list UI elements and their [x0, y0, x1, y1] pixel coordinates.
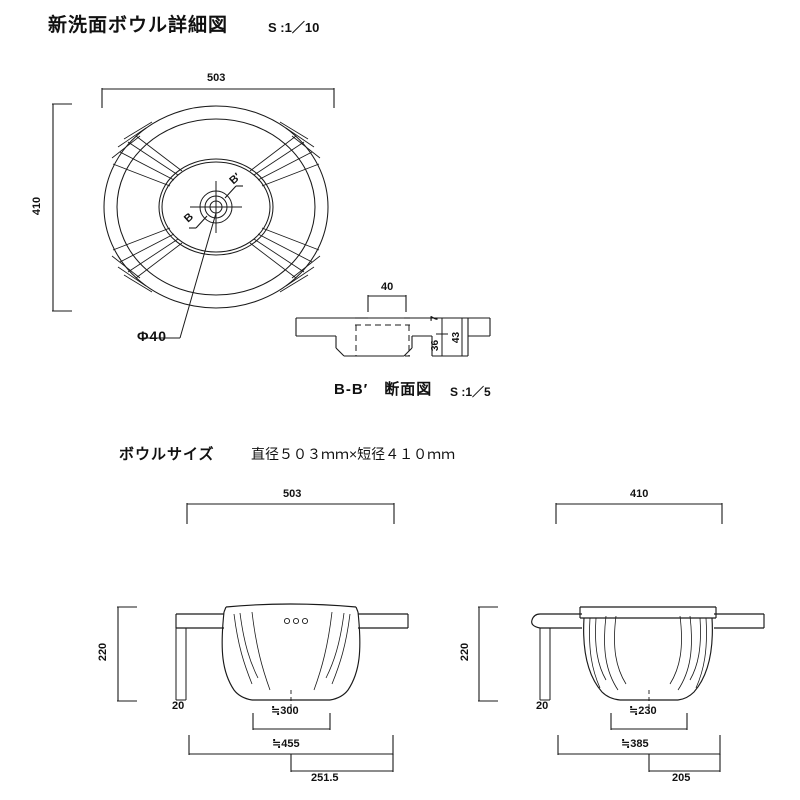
side-dim-220 — [478, 606, 498, 702]
section-hidden-lines — [355, 324, 410, 357]
plan-drain-leader — [142, 212, 217, 339]
front-dim-300 — [252, 713, 331, 730]
front-flute-lines — [233, 611, 351, 691]
front-dim-2515-label: 251.5 — [311, 772, 339, 784]
section-caption-scale: S :1／5 — [450, 385, 491, 399]
side-dim-205-label: 205 — [672, 772, 691, 784]
page-title: 新洗面ボウル詳細図 — [48, 15, 229, 36]
side-flute-lines — [589, 615, 707, 691]
plan-dim-503 — [101, 88, 335, 108]
bowl-size-value: 直径５０３ｍｍ×短径４１０ｍｍ — [251, 446, 456, 462]
plan-dim-503-label: 503 — [207, 72, 226, 84]
side-dim-385-label: ≒385 — [621, 738, 649, 750]
section-caption: B-B′ 断面図 — [334, 381, 433, 398]
front-bowl-profile — [175, 603, 409, 701]
section-dim-43 — [456, 317, 468, 357]
side-dim-205 — [648, 754, 721, 772]
front-dim-20 — [175, 628, 187, 701]
plan-bowl-outline — [103, 105, 329, 309]
section-dim-7-label: 7 — [429, 315, 441, 322]
side-dim-20-label: 20 — [536, 700, 549, 712]
front-dim-251 — [290, 754, 394, 772]
plan-flute-lines — [111, 121, 321, 293]
section-dim-36 — [436, 334, 448, 357]
plan-dim-410 — [52, 103, 72, 312]
side-dim-385 — [557, 735, 721, 755]
plan-drain-detail — [190, 181, 242, 233]
plan-drain-label: Φ40 — [137, 328, 168, 344]
page-title-scale: S :1／10 — [268, 20, 320, 35]
side-dim-410-label: 410 — [630, 488, 649, 500]
front-dim-220 — [117, 606, 137, 702]
side-bowl-profile — [531, 606, 765, 701]
section-dim-36-label: 36 — [430, 339, 442, 352]
side-dim-230 — [610, 713, 688, 730]
front-dim-503 — [186, 503, 395, 524]
section-dim-40 — [367, 295, 407, 312]
front-dim-503-label: 503 — [283, 488, 302, 500]
side-dim-410 — [555, 503, 723, 524]
front-dim-220-label: 220 — [97, 642, 110, 662]
section-dim-43-label: 43 — [451, 331, 463, 344]
side-dim-20 — [539, 628, 551, 701]
bowl-size-label: ボウルサイズ — [119, 446, 215, 463]
plan-section-line-mark — [189, 185, 243, 229]
section-dim-40-label: 40 — [381, 281, 394, 293]
front-dim-20-label: 20 — [172, 700, 185, 712]
plan-dim-410-label: 410 — [31, 196, 44, 216]
front-overflow-holes — [283, 617, 309, 625]
front-dim-300-label: ≒300 — [271, 705, 299, 717]
front-dim-455-label: ≒455 — [272, 738, 300, 750]
side-dim-220-label: 220 — [459, 642, 472, 662]
side-dim-230-label: ≒230 — [629, 705, 657, 717]
